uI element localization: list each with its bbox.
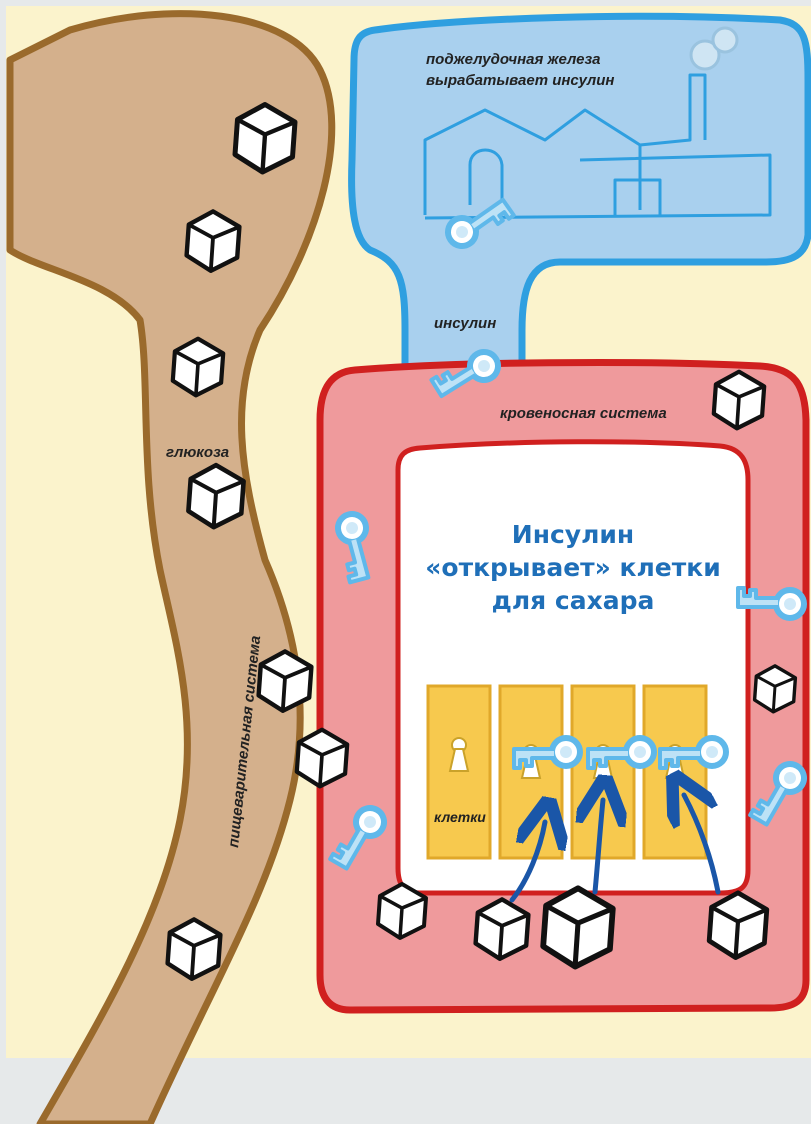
cells-label: клетки	[434, 809, 486, 825]
sugar-cube-icon	[755, 666, 796, 712]
sugar-cube-icon	[259, 651, 312, 710]
sugar-cube-icon	[168, 919, 221, 978]
sugar-cube-icon	[188, 465, 243, 527]
glucose-label: глюкоза	[166, 444, 229, 461]
pancreas-label-line-2: вырабатывает инсулин	[426, 72, 614, 89]
title-line-2: «открывает» клетки	[425, 553, 720, 582]
sugar-cube-icon	[709, 893, 767, 958]
sugar-cube-icon	[235, 105, 295, 173]
sugar-cube-icon	[476, 899, 529, 958]
sugar-cube-icon	[543, 888, 613, 966]
sugar-cube-icon	[714, 372, 764, 429]
sugar-cube-icon	[378, 884, 426, 938]
title-line-1: Инсулин	[512, 520, 634, 549]
insulin-label: инсулин	[434, 315, 496, 332]
sugar-cube-icon	[173, 339, 223, 396]
blood-system-label: кровеносная система	[500, 405, 667, 422]
title-line-3: для сахара	[492, 586, 655, 615]
pancreas-label-line-1: поджелудочная железа	[426, 51, 601, 68]
sugar-cube-icon	[187, 211, 240, 270]
sugar-cube-icon	[297, 730, 347, 787]
